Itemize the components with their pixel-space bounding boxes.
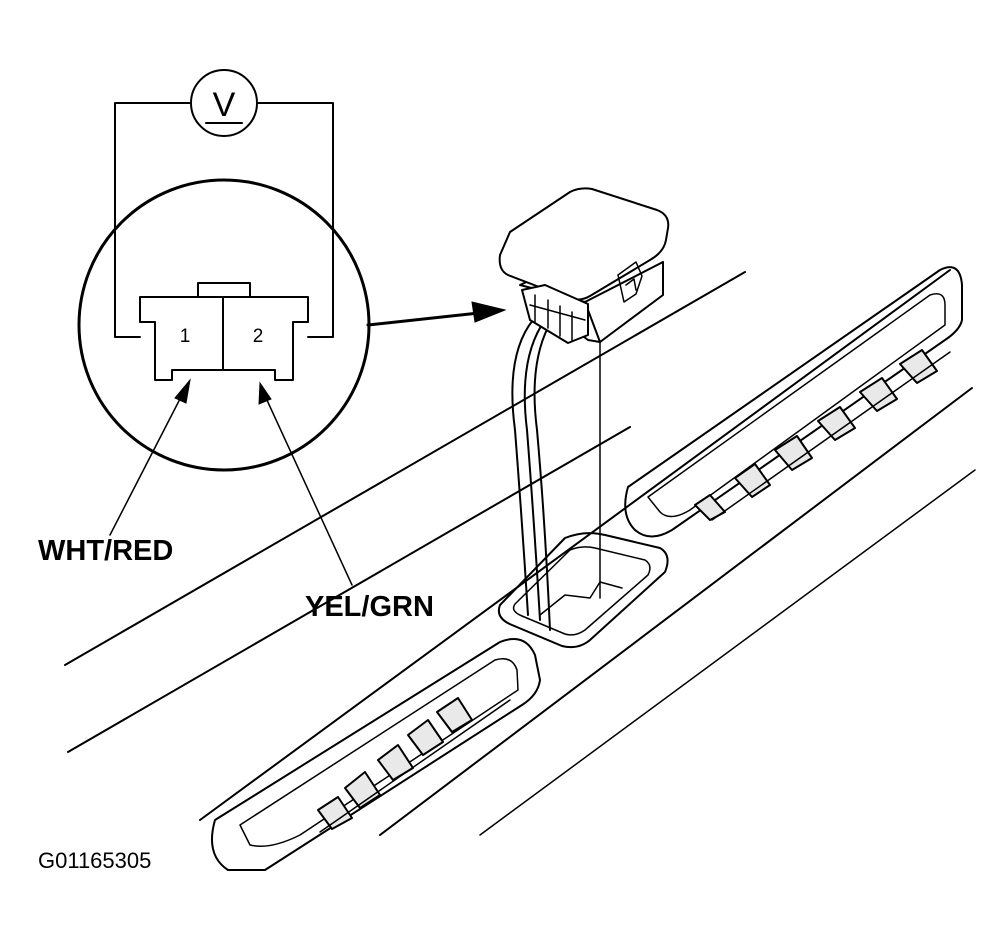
wire-label-yel-grn: YEL/GRN (305, 591, 434, 623)
sensor-unit (498, 187, 670, 344)
wire-label-wht-red: WHT/RED (38, 535, 173, 567)
right-air-vent (624, 266, 963, 538)
connector-front-view: 1 2 (114, 282, 334, 381)
dashboard-panel (64, 269, 976, 836)
left-air-vent (211, 638, 541, 871)
voltmeter-circuit: V (114, 69, 334, 338)
voltmeter-icon: V (190, 69, 258, 137)
sensor-opening (497, 532, 669, 649)
right-vent-louvers (694, 349, 951, 521)
left-vent-louvers (317, 697, 511, 833)
pin-1-label: 1 (180, 326, 191, 347)
figure-id: G01165305 (38, 848, 151, 873)
magnification-arrow (366, 301, 507, 327)
wire-callout-leaders (109, 378, 353, 586)
voltmeter-symbol: V (213, 86, 236, 124)
pin-2-label: 2 (253, 326, 264, 347)
sensor-wires (511, 319, 553, 631)
sensor-connector-plug (521, 284, 589, 344)
